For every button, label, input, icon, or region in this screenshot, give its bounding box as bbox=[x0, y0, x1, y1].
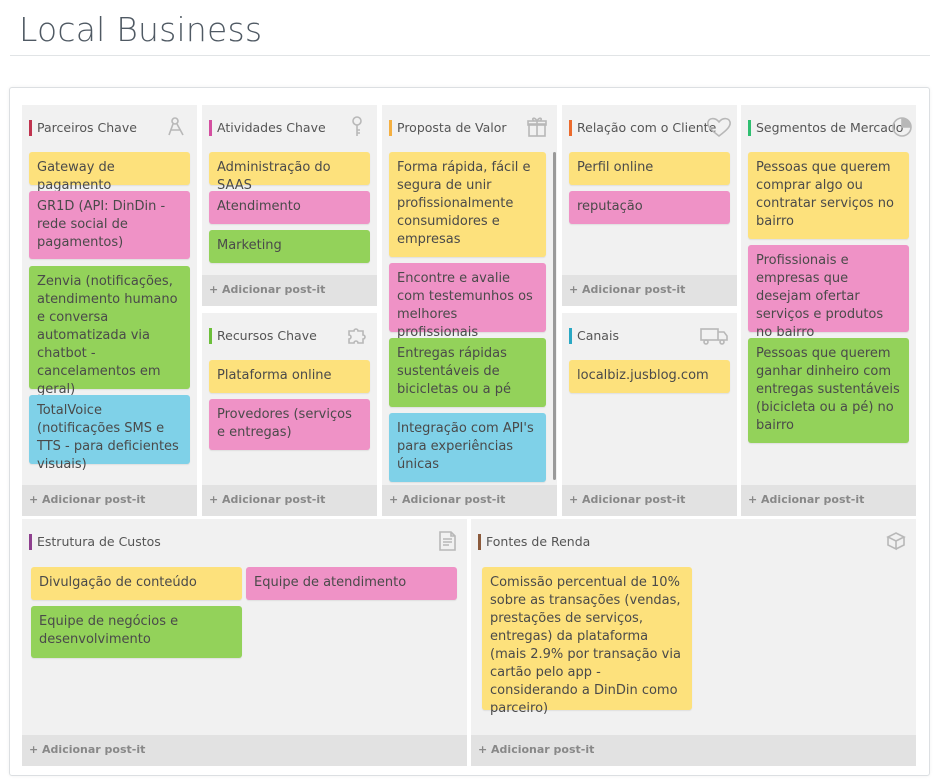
block-accent-bar bbox=[569, 120, 572, 136]
key-icon bbox=[345, 115, 369, 139]
block-relacao-com-cliente: Relação com o Cliente Perfil online repu… bbox=[562, 105, 737, 306]
title-divider bbox=[10, 55, 930, 56]
post-it-note[interactable]: Equipe de atendimento bbox=[246, 567, 457, 600]
post-it-note[interactable]: Pessoas que querem comprar algo ou contr… bbox=[748, 152, 909, 239]
post-it-note[interactable]: reputação bbox=[569, 191, 730, 224]
post-it-note[interactable]: localbiz.jusblog.com bbox=[569, 360, 730, 393]
post-it-note[interactable]: Comissão percentual de 10% sobre as tran… bbox=[482, 567, 692, 716]
block-recursos-chave: Recursos Chave Plataforma online Provedo… bbox=[202, 313, 377, 516]
post-it-note[interactable]: Divulgação de conteúdo bbox=[31, 567, 242, 600]
puzzle-icon bbox=[345, 323, 369, 347]
add-post-it-button[interactable]: + Adicionar post-it bbox=[471, 735, 916, 766]
add-post-it-button[interactable]: + Adicionar post-it bbox=[562, 485, 737, 516]
post-it-note[interactable]: Plataforma online bbox=[209, 360, 370, 393]
post-it-note[interactable]: Integração com API's para experiências ú… bbox=[389, 413, 546, 482]
post-it-note[interactable]: Entregas rápidas sustentáveis de bicicle… bbox=[389, 338, 546, 407]
block-title: Relação com o Cliente bbox=[577, 120, 717, 135]
invoice-icon bbox=[435, 529, 459, 553]
add-post-it-label: + Adicionar post-it bbox=[29, 493, 146, 506]
business-model-canvas: Parceiros Chave Gateway de pagamento GR1… bbox=[9, 87, 930, 776]
link-icon bbox=[165, 115, 189, 139]
post-it-note[interactable]: Equipe de negócios e desenvolvimento bbox=[31, 606, 242, 658]
post-it-note[interactable]: Atendimento bbox=[209, 191, 370, 224]
block-accent-bar bbox=[569, 328, 572, 344]
block-accent-bar bbox=[478, 534, 481, 550]
block-accent-bar bbox=[209, 328, 212, 344]
post-it-note[interactable]: Zenvia (notificações, atendimento humano… bbox=[29, 266, 190, 397]
add-post-it-button[interactable]: + Adicionar post-it bbox=[382, 485, 557, 516]
block-accent-bar bbox=[748, 120, 751, 136]
add-post-it-label: + Adicionar post-it bbox=[569, 493, 686, 506]
truck-icon bbox=[699, 323, 729, 347]
post-it-note[interactable]: TotalVoice (notificações SMS e TTS - par… bbox=[29, 395, 190, 472]
heart-icon bbox=[705, 115, 733, 139]
post-it-note[interactable]: Pessoas que querem ganhar dinheiro com e… bbox=[748, 338, 909, 443]
page-title: Local Business bbox=[19, 10, 263, 49]
block-canais: Canais localbiz.jusblog.com + Adicionar … bbox=[562, 313, 737, 516]
post-it-note[interactable]: Encontre e avalie com testemunhos os mel… bbox=[389, 263, 546, 340]
add-post-it-button[interactable]: + Adicionar post-it bbox=[22, 735, 467, 766]
block-title: Proposta de Valor bbox=[397, 120, 507, 135]
add-post-it-button[interactable]: + Adicionar post-it bbox=[562, 275, 737, 306]
gift-icon bbox=[525, 115, 549, 139]
pie-chart-icon bbox=[890, 115, 914, 139]
block-title: Parceiros Chave bbox=[37, 120, 137, 135]
money-icon bbox=[884, 529, 908, 553]
post-it-note[interactable]: Forma rápida, fácil e segura de unir pro… bbox=[389, 152, 546, 257]
block-title: Fontes de Renda bbox=[486, 534, 591, 549]
block-title: Segmentos de Mercado bbox=[756, 120, 904, 135]
block-accent-bar bbox=[29, 534, 32, 550]
block-fontes-de-renda: Fontes de Renda Comissão percentual de 1… bbox=[471, 519, 916, 766]
add-post-it-label: + Adicionar post-it bbox=[478, 743, 595, 756]
block-parceiros-chave: Parceiros Chave Gateway de pagamento GR1… bbox=[22, 105, 197, 516]
add-post-it-label: + Adicionar post-it bbox=[389, 493, 506, 506]
block-atividades-chave: Atividades Chave Administração do SAAS A… bbox=[202, 105, 377, 306]
post-it-note[interactable]: GR1D (API: DinDin - rede social de pagam… bbox=[29, 191, 190, 259]
vertical-scrollbar[interactable] bbox=[553, 152, 556, 480]
add-post-it-button[interactable]: + Adicionar post-it bbox=[741, 485, 916, 516]
block-segmentos-de-mercado: Segmentos de Mercado Pessoas que querem … bbox=[741, 105, 916, 516]
post-it-note[interactable]: Perfil online bbox=[569, 152, 730, 185]
add-post-it-button[interactable]: + Adicionar post-it bbox=[202, 275, 377, 306]
add-post-it-label: + Adicionar post-it bbox=[748, 493, 865, 506]
block-accent-bar bbox=[209, 120, 212, 136]
block-estrutura-de-custos: Estrutura de Custos Divulgação de conteú… bbox=[22, 519, 467, 766]
post-it-note[interactable]: Provedores (serviços e entregas) bbox=[209, 399, 370, 450]
post-it-note[interactable]: Marketing bbox=[209, 230, 370, 263]
post-it-note[interactable]: Profissionais e empresas que desejam ofe… bbox=[748, 245, 909, 340]
block-title: Canais bbox=[577, 328, 619, 343]
block-accent-bar bbox=[389, 120, 392, 136]
add-post-it-button[interactable]: + Adicionar post-it bbox=[22, 485, 197, 516]
add-post-it-button[interactable]: + Adicionar post-it bbox=[202, 485, 377, 516]
post-it-note[interactable]: Gateway de pagamento bbox=[29, 152, 190, 193]
post-it-note[interactable]: Administração do SAAS bbox=[209, 152, 370, 193]
add-post-it-label: + Adicionar post-it bbox=[209, 283, 326, 296]
block-title: Atividades Chave bbox=[217, 120, 326, 135]
block-title: Estrutura de Custos bbox=[37, 534, 161, 549]
add-post-it-label: + Adicionar post-it bbox=[569, 283, 686, 296]
add-post-it-label: + Adicionar post-it bbox=[29, 743, 146, 756]
block-accent-bar bbox=[29, 120, 32, 136]
add-post-it-label: + Adicionar post-it bbox=[209, 493, 326, 506]
block-title: Recursos Chave bbox=[217, 328, 317, 343]
block-proposta-de-valor: Proposta de Valor Forma rápida, fácil e … bbox=[382, 105, 557, 516]
